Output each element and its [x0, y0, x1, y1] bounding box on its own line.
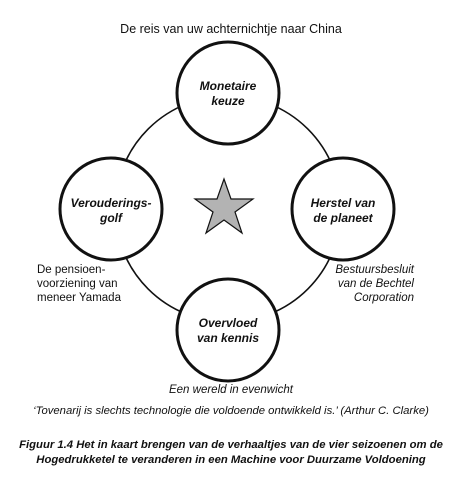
figure-caption: Figuur 1.4 Het in kaart brengen van de v… [10, 438, 452, 468]
side-label-right-line3: Corporation [353, 292, 414, 304]
quote: ‘Tovenarij is slechts technologie die vo… [33, 405, 429, 417]
caption-line2: Hogedrukketel te veranderen in een Machi… [36, 454, 426, 466]
side-label-left-line3: meneer Yamada [37, 292, 121, 304]
node-label-left-line1: Verouderings- [70, 196, 152, 210]
side-label-right: Bestuursbesluit van de Bechtel Corporati… [335, 263, 414, 305]
node-circle-right [290, 156, 396, 262]
node-circle-left [58, 156, 164, 262]
node-label-top-line1: Monetaire [199, 79, 257, 93]
side-label-right-line1: Bestuursbesluit [335, 264, 414, 276]
node-label-left: Verouderings- golf [61, 196, 161, 226]
node-label-right-line1: Herstel van [310, 196, 376, 210]
side-label-left-line2: voorziening van [37, 278, 118, 290]
node-label-right-line2: de planeet [313, 211, 373, 225]
top-label: De reis van uw achternichtje naar China [120, 22, 342, 36]
node-label-right: Herstel van de planeet [293, 196, 393, 226]
side-label-left-line1: De pensioen- [37, 264, 106, 276]
node-label-left-line2: golf [100, 211, 122, 225]
side-label-left: De pensioen- voorziening van meneer Yama… [37, 263, 121, 305]
node-label-bottom: Overvloed van kennis [178, 316, 278, 346]
node-circle-top [175, 40, 281, 146]
side-label-right-line2: van de Bechtel [337, 278, 414, 290]
node-label-top: Monetaire keuze [178, 79, 278, 109]
bottom-label: Een wereld in evenwicht [168, 384, 293, 396]
node-label-bottom-line2: van kennis [196, 331, 260, 345]
node-label-top-line2: keuze [211, 94, 245, 108]
star-icon [193, 177, 255, 235]
node-circle-bottom [175, 277, 281, 383]
caption-line1: Figuur 1.4 Het in kaart brengen van de v… [19, 439, 443, 451]
node-label-bottom-line1: Overvloed [198, 316, 258, 330]
